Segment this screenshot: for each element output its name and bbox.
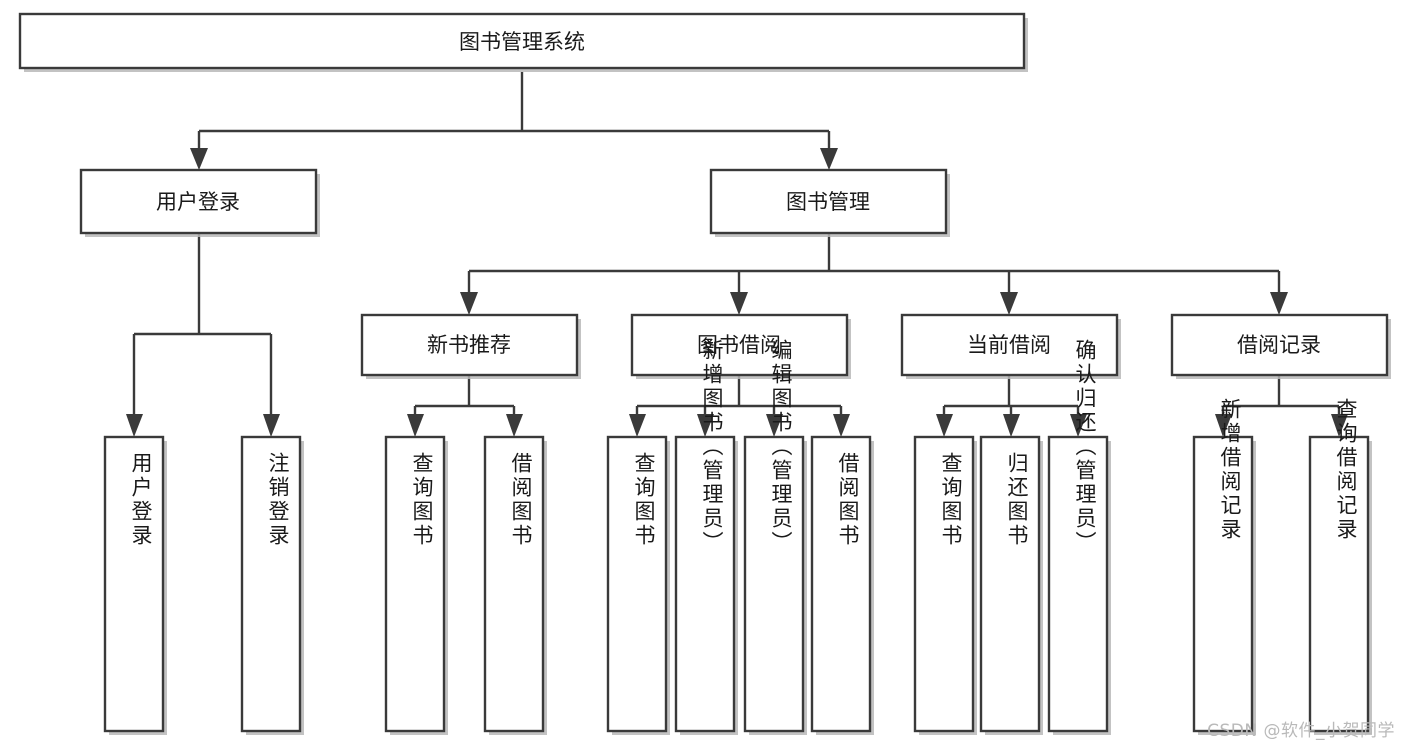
arrow-head-icon	[730, 292, 748, 315]
node-box	[384, 435, 446, 733]
node-box	[630, 313, 849, 377]
arrow-head-icon	[126, 414, 143, 437]
arrow-head-icon	[697, 414, 714, 437]
node-leaf-user-logout[interactable]: 注销登录	[240, 435, 304, 735]
arrow-head-icon	[1331, 414, 1348, 437]
node-current-borrow-label: 当前借阅	[967, 333, 1051, 357]
node-leaf-confirm-return-label: 确认归还（管理员）	[1073, 339, 1097, 555]
node-leaf-query-book-2-label: 查询图书	[632, 452, 656, 548]
node-box	[913, 435, 975, 733]
arrow-head-icon	[1003, 414, 1020, 437]
node-leaf-add-book[interactable]: 新增图书（管理员）	[674, 339, 738, 735]
arrow-head-icon	[1270, 292, 1288, 315]
arrow-head-icon	[833, 414, 850, 437]
node-box	[240, 435, 302, 733]
node-box	[1047, 435, 1109, 733]
arrow-head-icon	[1000, 292, 1018, 315]
arrow-head-icon	[263, 414, 280, 437]
node-leaf-confirm-return[interactable]: 确认归还（管理员）	[1047, 339, 1111, 735]
node-leaf-borrow-book-2-label: 借阅图书	[836, 452, 860, 548]
node-leaf-edit-book-label: 编辑图书（管理员）	[769, 339, 793, 555]
node-leaf-edit-book[interactable]: 编辑图书（管理员）	[743, 339, 807, 735]
node-leaf-add-book-label: 新增图书（管理员）	[700, 339, 724, 555]
node-book-management-label: 图书管理	[786, 190, 870, 214]
node-box	[674, 435, 736, 733]
node-user-login[interactable]: 用户登录	[79, 168, 320, 237]
node-borrow-record[interactable]: 借阅记录	[1170, 313, 1391, 379]
node-box	[979, 435, 1041, 733]
node-leaf-query-record-label: 查询借阅记录	[1334, 398, 1358, 542]
node-leaf-user-logout-label: 注销登录	[266, 452, 290, 548]
node-box	[810, 435, 872, 733]
node-new-book-recommend[interactable]: 新书推荐	[360, 313, 581, 379]
node-box	[900, 313, 1119, 377]
node-box	[709, 168, 948, 235]
node-leaf-return-book-label: 归还图书	[1005, 452, 1029, 548]
node-box	[360, 313, 579, 377]
node-leaf-borrow-book-1[interactable]: 借阅图书	[483, 435, 547, 735]
node-leaf-query-book-1[interactable]: 查询图书	[384, 435, 448, 735]
node-leaf-add-record-label: 新增借阅记录	[1218, 398, 1242, 542]
node-book-borrow-label: 图书借阅	[697, 333, 781, 357]
arrow-head-icon	[190, 148, 208, 170]
arrow-head-icon	[820, 148, 838, 170]
node-leaf-user-login[interactable]: 用户登录	[103, 435, 167, 735]
node-box	[1170, 313, 1389, 377]
arrow-head-icon	[1070, 414, 1087, 437]
node-box	[103, 435, 165, 733]
node-leaf-borrow-book-1-label: 借阅图书	[509, 452, 533, 548]
node-leaf-user-login-label: 用户登录	[129, 452, 153, 548]
node-book-borrow[interactable]: 图书借阅	[630, 313, 851, 379]
node-user-login-label: 用户登录	[156, 190, 240, 214]
node-box	[1192, 435, 1254, 733]
node-root[interactable]: 图书管理系统	[18, 12, 1028, 72]
node-box	[483, 435, 545, 733]
node-leaf-query-book-2[interactable]: 查询图书	[606, 435, 670, 735]
node-root-label: 图书管理系统	[459, 30, 585, 54]
node-leaf-query-record[interactable]: 查询借阅记录	[1308, 398, 1372, 735]
node-book-management[interactable]: 图书管理	[709, 168, 950, 237]
node-borrow-record-label: 借阅记录	[1237, 333, 1321, 357]
arrow-head-icon	[506, 414, 523, 437]
node-box	[743, 435, 805, 733]
arrow-head-icon	[936, 414, 953, 437]
node-leaf-add-record[interactable]: 新增借阅记录	[1192, 398, 1256, 735]
node-leaf-borrow-book-2[interactable]: 借阅图书	[810, 435, 874, 735]
node-new-book-recommend-label: 新书推荐	[427, 333, 511, 357]
arrow-head-icon	[766, 414, 783, 437]
arrow-head-icon	[407, 414, 424, 437]
arrow-head-icon	[1215, 414, 1232, 437]
node-leaf-query-book-1-label: 查询图书	[410, 452, 434, 548]
node-leaf-query-book-3-label: 查询图书	[939, 452, 963, 548]
node-box	[1308, 435, 1370, 733]
node-box	[18, 12, 1026, 70]
arrow-head-icon	[460, 292, 478, 315]
node-box	[606, 435, 668, 733]
node-box	[79, 168, 318, 235]
node-leaf-query-book-3[interactable]: 查询图书	[913, 435, 977, 735]
arrow-head-icon	[629, 414, 646, 437]
node-current-borrow[interactable]: 当前借阅	[900, 313, 1121, 379]
connectors	[126, 72, 1348, 437]
node-leaf-return-book[interactable]: 归还图书	[979, 435, 1043, 735]
